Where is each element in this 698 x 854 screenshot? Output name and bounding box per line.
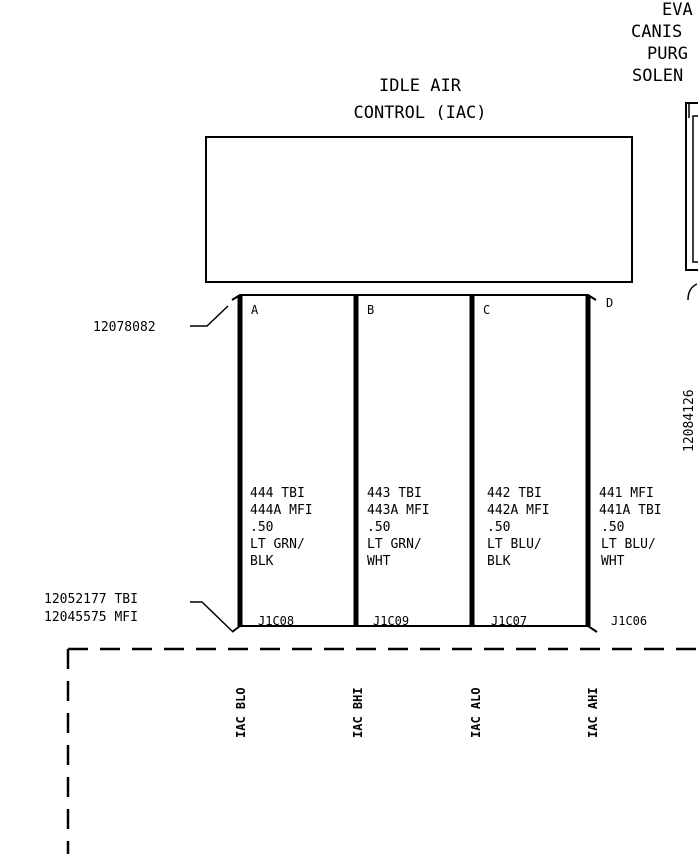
- wire-b-circuit-1: 443 TBI: [367, 486, 422, 501]
- terminal-a-label: J1C08: [258, 614, 294, 628]
- wire-b-gauge: .50: [367, 520, 390, 535]
- evap-connector-leader: [687, 283, 698, 301]
- wire-c-color-2: BLK: [487, 554, 511, 569]
- wire-a-color-1: LT GRN/: [250, 537, 305, 552]
- terminal-c-label: J1C07: [491, 614, 527, 628]
- wire-c-gauge: .50: [487, 520, 510, 535]
- evap-connector-part-number: 12084126: [682, 389, 697, 452]
- pin-d-label: D: [606, 296, 613, 310]
- wire-d-color-1: LT BLU/: [601, 537, 656, 552]
- wire-a-gauge: .50: [250, 520, 273, 535]
- terminal-d-label: J1C06: [611, 614, 647, 628]
- iac-connector-outline: [231, 294, 597, 301]
- wire-b-circuit-2: 443A MFI: [367, 503, 430, 518]
- wire-b-color-2: WHT: [367, 554, 391, 569]
- evap-title-line-2: CANIS: [631, 22, 682, 42]
- iac-title-line-2: CONTROL (IAC): [353, 103, 486, 123]
- pin-c-label: C: [483, 303, 490, 317]
- iac-title-line-1: IDLE AIR: [379, 76, 462, 96]
- signal-iac-bhi: IAC BHI: [351, 687, 365, 738]
- ecm-connector-outline: [231, 625, 598, 633]
- signal-iac-alo: IAC ALO: [469, 687, 483, 738]
- wire-d-circuit-2: 441A TBI: [599, 503, 662, 518]
- pin-b-label: B: [367, 303, 374, 317]
- iac-connector-part-number: 12078082: [93, 320, 156, 335]
- ecm-connector-part-number-1: 12052177 TBI: [44, 592, 138, 607]
- wire-c-circuit-1: 442 TBI: [487, 486, 542, 501]
- evap-solenoid-box: [685, 102, 698, 271]
- signal-iac-blo: IAC BLO: [234, 687, 248, 738]
- wire-b-color-1: LT GRN/: [367, 537, 422, 552]
- wire-a-color-2: BLK: [250, 554, 274, 569]
- wire-d-circuit-1: 441 MFI: [599, 486, 654, 501]
- evap-title-line-3: PURG: [647, 44, 688, 64]
- ecm-connector-part-number-2: 12045575 MFI: [44, 610, 138, 625]
- ecm-connector-leader: [190, 601, 233, 632]
- wire-d-color-2: WHT: [601, 554, 625, 569]
- evap-solenoid-inner: [692, 115, 698, 263]
- wire-a-circuit-1: 444 TBI: [250, 486, 305, 501]
- wire-a-circuit-2: 444A MFI: [250, 503, 313, 518]
- wire-c-circuit-2: 442A MFI: [487, 503, 550, 518]
- signal-iac-ahi: IAC AHI: [586, 687, 600, 738]
- pin-a-label: A: [251, 303, 259, 317]
- evap-title-line-1: EVA: [662, 0, 693, 20]
- evap-title-line-4: SOLEN: [632, 66, 683, 86]
- iac-connector-leader: [190, 305, 229, 327]
- iac-component-box: [205, 136, 633, 283]
- wire-d-gauge: .50: [601, 520, 624, 535]
- terminal-b-label: J1C09: [373, 614, 409, 628]
- wire-c-color-1: LT BLU/: [487, 537, 542, 552]
